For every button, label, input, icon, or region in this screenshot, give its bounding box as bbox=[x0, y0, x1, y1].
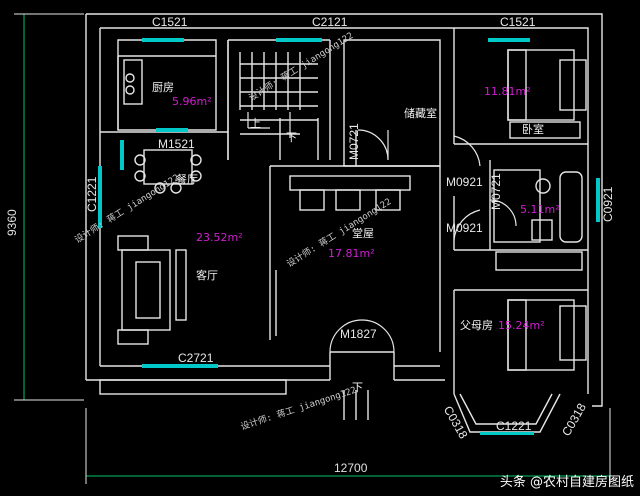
dimension-depth: 9360 bbox=[5, 209, 19, 236]
source-caption: 头条 @农村自建房图纸 bbox=[499, 475, 634, 490]
room-parents-area: 15.24m² bbox=[498, 319, 545, 332]
window-kitchen bbox=[156, 128, 188, 132]
window-code-bay-mid: C1221 bbox=[496, 419, 532, 433]
door-code-entrance: M1827 bbox=[340, 327, 377, 341]
door-code-bedroom-upper: M0921 bbox=[446, 175, 483, 189]
bottom-wall-left bbox=[86, 365, 330, 381]
entry-step-label: 下 bbox=[352, 381, 363, 394]
window-code-top-right: C1521 bbox=[500, 15, 536, 29]
door-code-bathroom: M0721 bbox=[489, 173, 503, 210]
room-living-name: 客厅 bbox=[196, 269, 218, 282]
window-dining bbox=[120, 140, 124, 170]
room-kitchen-name: 厨房 bbox=[152, 81, 174, 94]
stair-up-label: 上 bbox=[250, 117, 261, 130]
door-code-bedroom-lower: M0921 bbox=[446, 221, 483, 235]
room-hall-area: 17.81m² bbox=[328, 247, 375, 260]
room-bedroom-name: 卧室 bbox=[522, 123, 544, 136]
door-code-dining: M1521 bbox=[158, 137, 195, 151]
window-code-top-mid: C2121 bbox=[312, 15, 348, 29]
dimension-width: 12700 bbox=[334, 461, 368, 475]
room-parents-name: 父母房 bbox=[460, 319, 493, 332]
room-bathroom-area: 5.11m² bbox=[520, 203, 560, 216]
bottom-wall-right bbox=[394, 365, 445, 381]
window-bottom-left bbox=[142, 364, 218, 368]
door-code-storage: M0721 bbox=[347, 123, 361, 160]
room-kitchen-area: 5.96m² bbox=[172, 95, 212, 108]
window-left bbox=[98, 166, 102, 228]
room-bedroom-area: 11.81m² bbox=[484, 85, 531, 98]
room-storage-name: 储藏室 bbox=[404, 107, 437, 120]
room-dining-name: 餐厅 bbox=[176, 173, 198, 186]
window-top-right bbox=[488, 38, 530, 42]
window-code-top-left: C1521 bbox=[152, 15, 188, 29]
outer-wall-inner bbox=[100, 27, 589, 394]
outer-wall bbox=[86, 13, 603, 407]
window-top-left bbox=[142, 38, 184, 42]
room-hall-name: 堂屋 bbox=[352, 227, 374, 240]
window-right bbox=[596, 178, 600, 222]
stair-down-label: 下 bbox=[286, 131, 297, 144]
window-top-mid bbox=[276, 38, 322, 42]
window-bay bbox=[480, 432, 534, 435]
window-code-right: C0921 bbox=[601, 186, 615, 222]
window-code-bottom-left: C2721 bbox=[178, 351, 214, 365]
room-living-area: 23.52m² bbox=[196, 231, 243, 244]
porch bbox=[99, 379, 287, 395]
window-code-left: C1221 bbox=[85, 176, 99, 212]
